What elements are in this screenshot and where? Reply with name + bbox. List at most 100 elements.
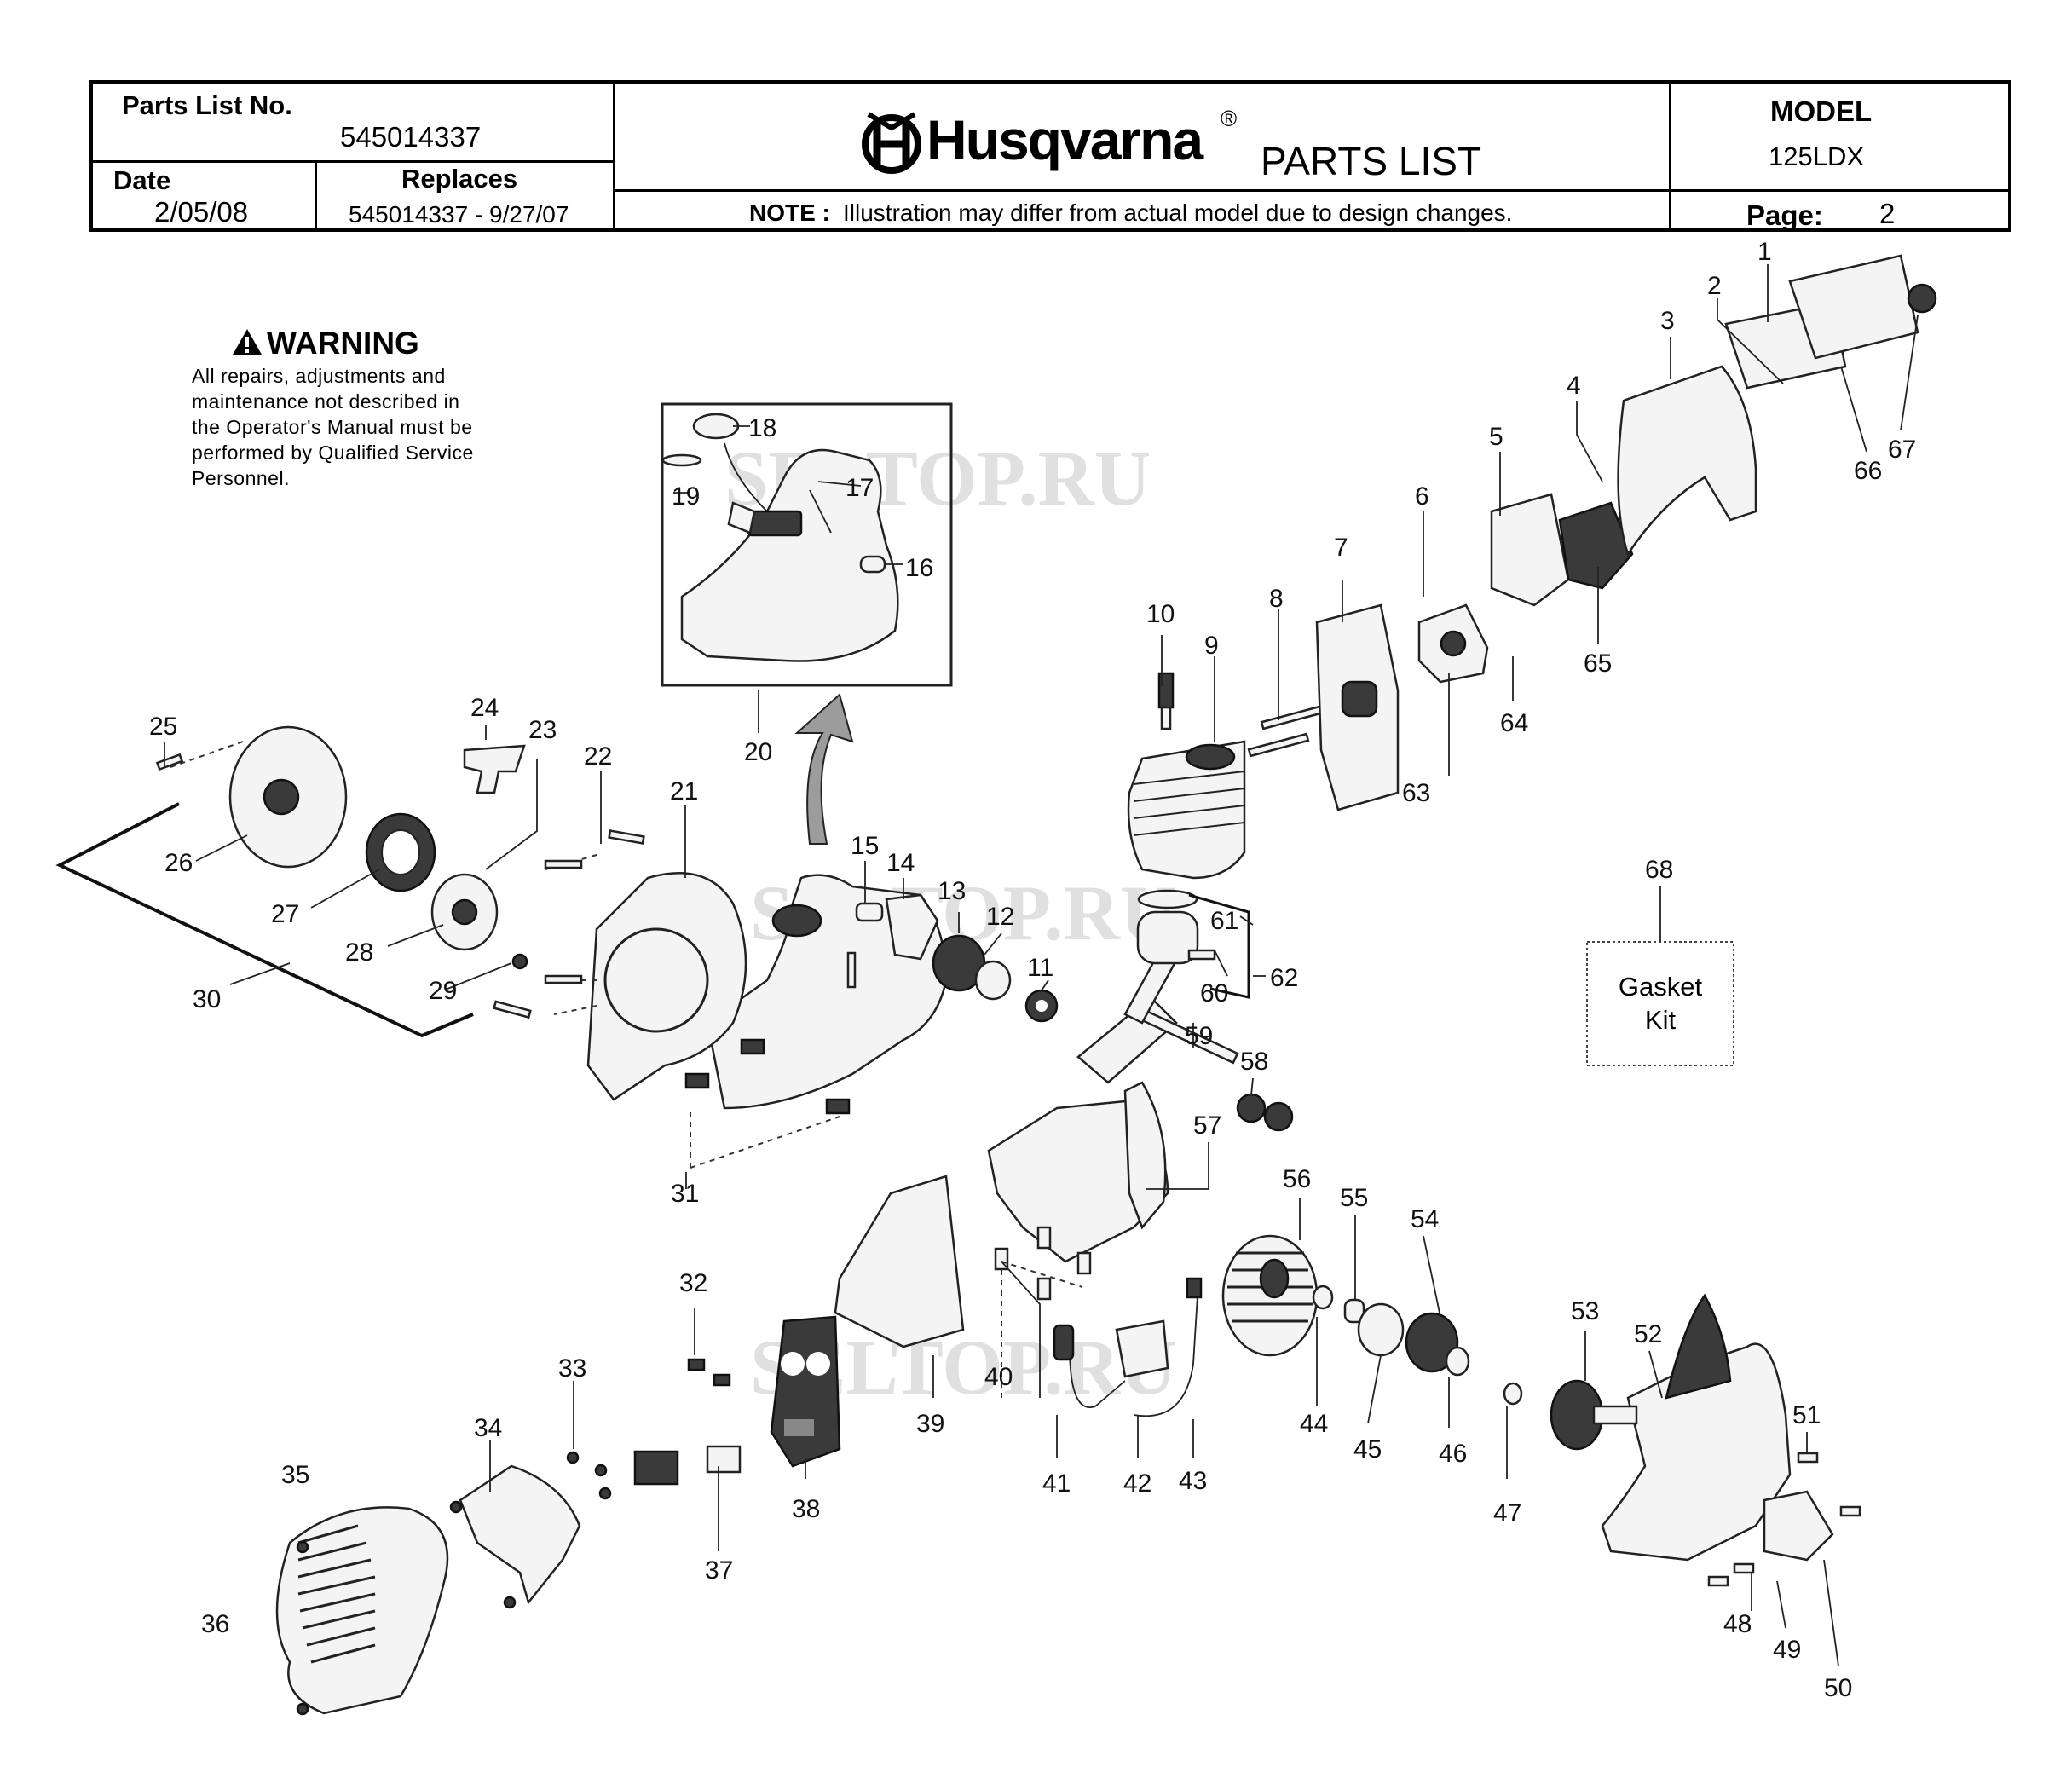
callout-9: 9 [1204,632,1219,660]
callout-42: 42 [1123,1469,1151,1498]
callout-38: 38 [792,1495,820,1523]
callout-12: 12 [986,903,1014,931]
spark-arrestor-screen [633,1450,679,1486]
divider [93,160,615,163]
warning-line: performed by Qualified Service [192,442,474,464]
callout-24: 24 [470,694,499,722]
callout-59: 59 [1185,1022,1213,1050]
callout-63: 63 [1402,779,1430,807]
callout-62: 62 [1270,964,1298,992]
callout-64: 64 [1500,709,1528,737]
callout-31: 31 [671,1180,699,1208]
warning-title: WARNING [267,326,419,361]
callout-17: 17 [846,474,874,502]
muffler-screw [713,1373,731,1387]
leader-lines [164,264,1919,1667]
header-table: Parts List No. 545014337 Date 2/05/08 Re… [89,80,2011,232]
callout-66: 66 [1854,457,1882,485]
callout-43: 43 [1179,1467,1207,1495]
callout-14: 14 [886,849,915,877]
engine-cover [275,1506,449,1715]
callout-20: 20 [744,738,772,766]
parts-list-no: 545014337 [340,121,482,153]
divider [1669,84,1671,228]
callout-1: 1 [1757,238,1772,266]
registered-mark: ® [1221,106,1238,131]
clutch-housing [1601,1342,1792,1562]
model-number: 125LDX [1769,141,1865,171]
divider [613,84,615,228]
callout-36: 36 [201,1610,229,1638]
tank-mount [825,1098,851,1115]
shaft-clamp [1763,1490,1834,1562]
callout-27: 27 [271,900,299,928]
parts-list-no-label: Parts List No. [122,90,292,120]
muffler-gasket [706,1445,742,1474]
washer [1445,1346,1470,1377]
drive-shaft [1592,1405,1638,1425]
callout-41: 41 [1042,1469,1071,1498]
cover-screws [296,1451,612,1716]
warning-triangle-icon [233,329,262,355]
callout-6: 6 [1415,482,1429,511]
callout-60: 60 [1200,979,1228,1007]
cylinder-bolt [1260,705,1323,730]
callout-34: 34 [474,1414,502,1442]
crankcase-screws [994,1226,1092,1398]
assembly-arrow-icon [794,693,854,845]
warning-line: All repairs, adjustments and [192,365,446,387]
washer [1503,1382,1523,1406]
callout-50: 50 [1824,1674,1852,1702]
callout-19: 19 [672,482,700,511]
callout-55: 55 [1340,1184,1368,1212]
date-label: Date [113,165,171,195]
tank-mount [740,1038,765,1055]
divider [613,189,2008,192]
callout-25: 25 [149,713,177,741]
fuel-cap [771,904,822,938]
callout-numbers: 1 2 3 4 5 6 7 8 9 10 11 12 13 14 15 16 1… [149,238,1916,1702]
callout-48: 48 [1723,1610,1752,1638]
warning-line: maintenance not described in [192,390,460,413]
cylinder [1127,740,1246,880]
ground-terminal [1186,1277,1203,1299]
callout-30: 30 [193,985,221,1013]
carburetor [1558,501,1634,590]
callout-4: 4 [1567,372,1581,400]
clutch-assembly [1405,1312,1459,1373]
gasket-kit-box [1586,941,1734,1066]
callout-44: 44 [1300,1410,1328,1438]
callout-21: 21 [670,777,698,805]
starter-rope [55,802,474,1038]
callout-53: 53 [1571,1297,1599,1325]
gasket-kit-label: Kit [1645,1005,1677,1035]
callout-51: 51 [1792,1401,1821,1429]
callout-23: 23 [528,716,557,744]
callout-35: 35 [281,1461,309,1489]
callout-28: 28 [345,938,373,967]
ignition-module [1115,1319,1169,1378]
callout-46: 46 [1439,1440,1467,1468]
muffler-screw [687,1358,706,1371]
washer [1312,1285,1334,1310]
callout-54: 54 [1411,1205,1439,1233]
cylinder-cover [459,1464,581,1605]
brand-name: Husqvarna [926,108,1203,171]
husqvarna-logo-icon [862,112,921,174]
replaces: 545014337 - 9/27/07 [349,201,569,228]
callout-40: 40 [984,1363,1013,1391]
intake-adapter [885,893,939,961]
callout-58: 58 [1240,1048,1268,1076]
muffler [770,1315,841,1468]
page-label: Page: [1746,199,1823,231]
divider [315,161,317,228]
housing-screws [1707,1452,1861,1587]
callout-22: 22 [584,742,612,771]
screw-icons [155,753,645,1019]
cylinder-bolt [1247,732,1310,758]
note-text: Illustration may differ from actual mode… [843,199,1513,226]
warning-line: Personnel. [192,467,290,489]
callout-18: 18 [748,414,776,442]
fuel-tank-inset [661,413,899,662]
